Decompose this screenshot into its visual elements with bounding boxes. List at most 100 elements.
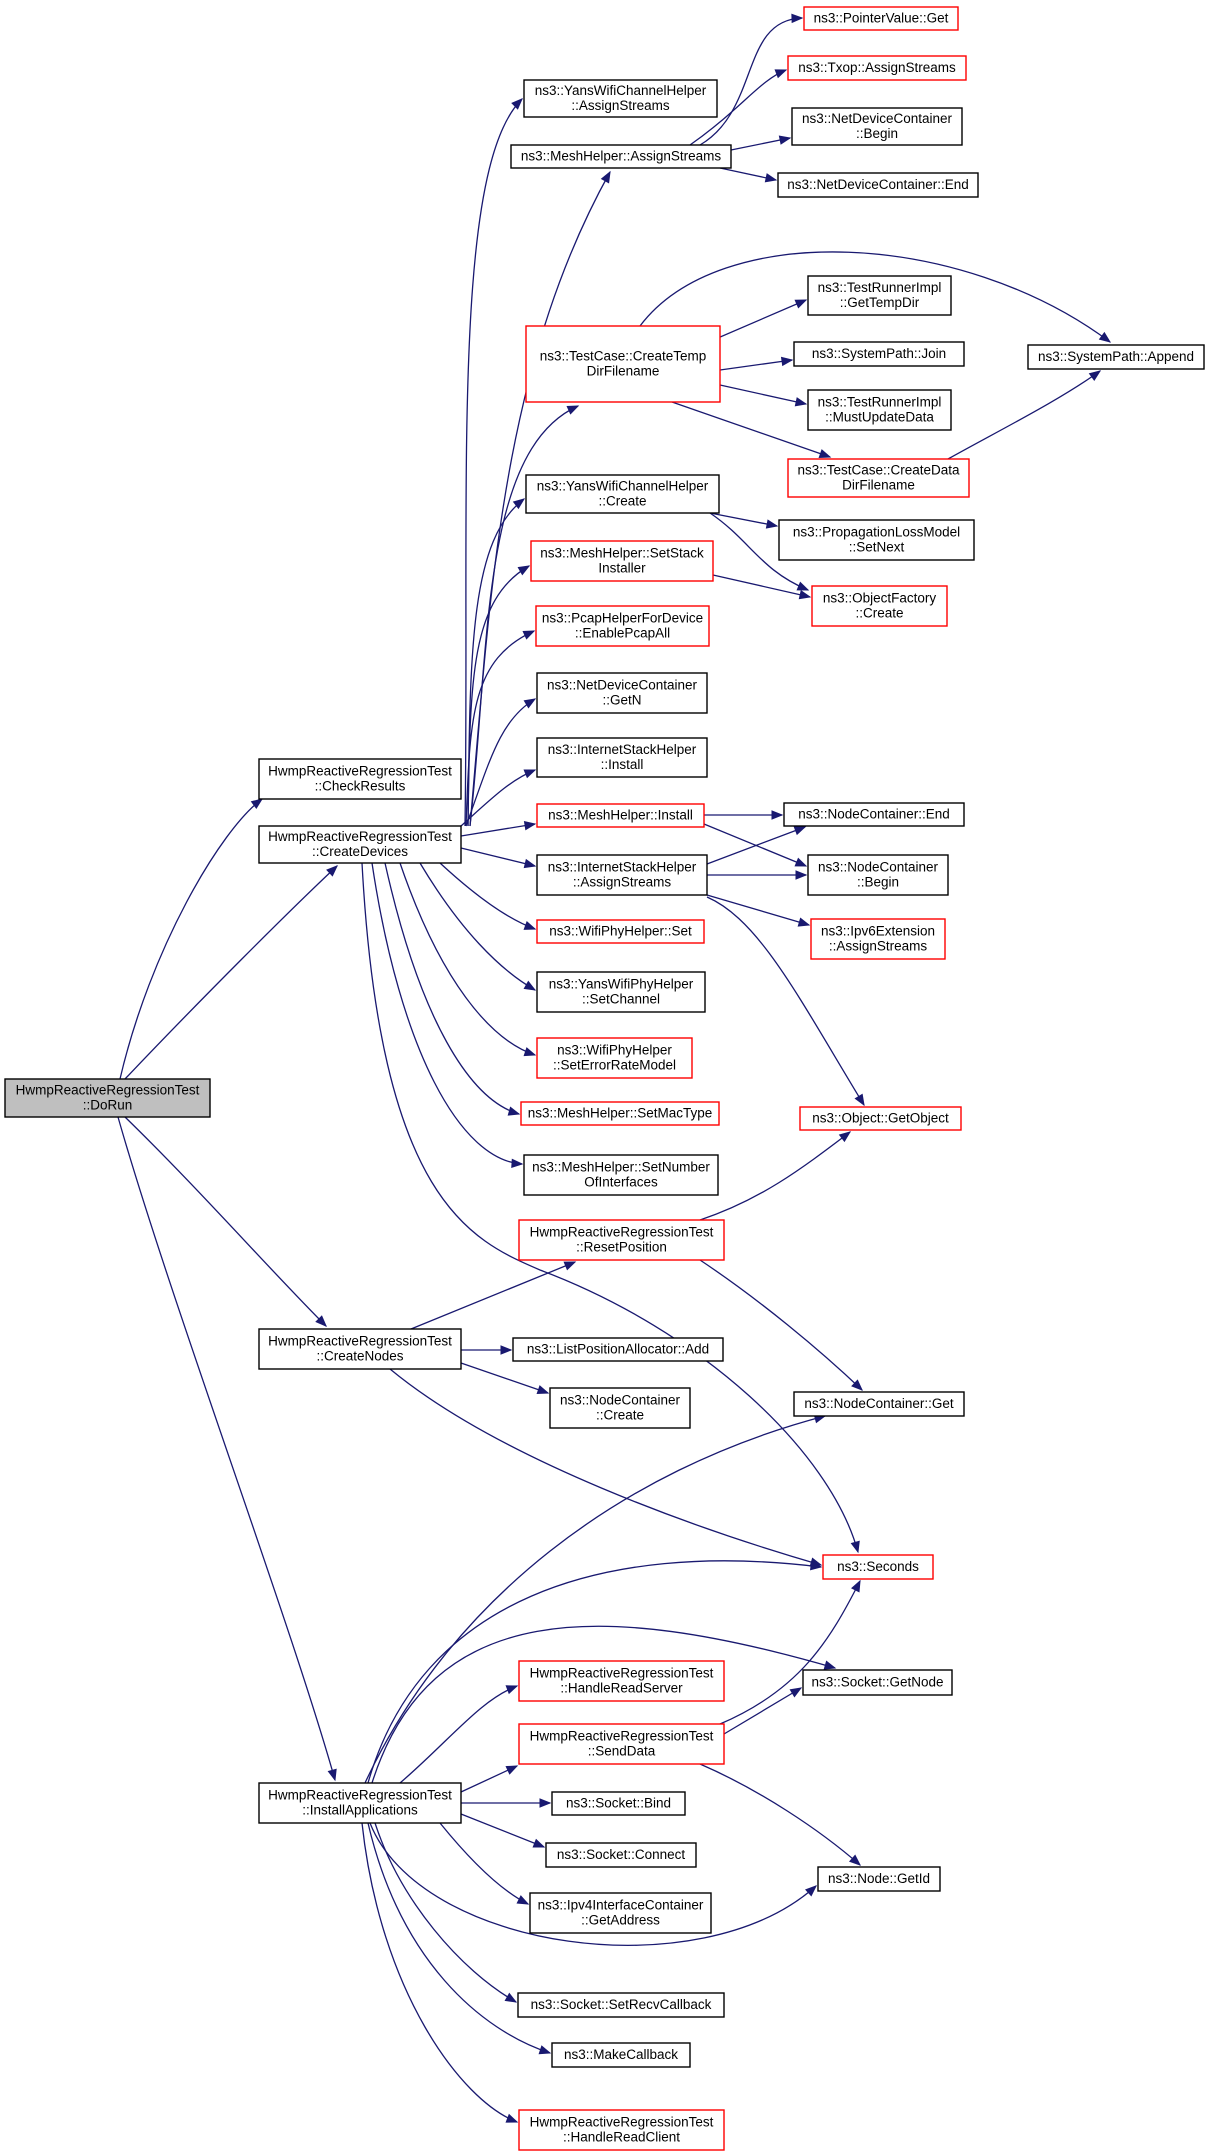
node-box[interactable] — [4, 1078, 211, 1118]
node-box[interactable] — [520, 1101, 720, 1126]
node-ishassign[interactable]: ns3::InternetStackHelper::AssignStreams — [536, 854, 708, 896]
node-box[interactable] — [525, 325, 721, 403]
node-nodegetid[interactable]: ns3::Node::GetId — [817, 1866, 941, 1892]
node-box[interactable] — [258, 758, 462, 800]
node-box[interactable] — [787, 55, 967, 81]
node-box[interactable] — [799, 1106, 962, 1131]
node-meshinstall[interactable]: ns3::MeshHelper::Install — [536, 803, 705, 828]
node-ishinstall[interactable]: ns3::InternetStackHelper::Install — [536, 737, 708, 778]
node-box[interactable] — [807, 275, 952, 316]
node-yansphysetchan[interactable]: ns3::YansWifiPhyHelper::SetChannel — [536, 971, 706, 1013]
node-box[interactable] — [817, 1866, 941, 1892]
node-box[interactable] — [518, 1219, 725, 1261]
node-ipv6assign[interactable]: ns3::Ipv6Extension::AssignStreams — [810, 918, 946, 960]
node-nccreate[interactable]: ns3::NodeContainer::Create — [549, 1387, 691, 1429]
node-box[interactable] — [536, 854, 708, 896]
node-box[interactable] — [530, 540, 714, 582]
node-seconds[interactable]: ns3::Seconds — [822, 1554, 934, 1580]
node-box[interactable] — [551, 2042, 691, 2068]
node-box[interactable] — [536, 803, 705, 828]
node-box[interactable] — [536, 737, 708, 778]
node-box[interactable] — [518, 1723, 725, 1765]
node-box[interactable] — [535, 605, 710, 647]
node-box[interactable] — [811, 585, 948, 627]
node-box[interactable] — [536, 971, 706, 1013]
node-box[interactable] — [536, 919, 705, 944]
node-box[interactable] — [523, 1154, 719, 1196]
node-sockbind[interactable]: ns3::Socket::Bind — [551, 1791, 686, 1816]
node-senddata[interactable]: HwmpReactiveRegressionTest::SendData — [518, 1723, 725, 1765]
node-box[interactable] — [793, 1391, 965, 1417]
node-box[interactable] — [258, 1328, 462, 1370]
node-makecb[interactable]: ns3::MakeCallback — [551, 2042, 691, 2068]
node-box[interactable] — [258, 825, 462, 864]
node-box[interactable] — [523, 79, 718, 118]
node-setmactype[interactable]: ns3::MeshHelper::SetMacType — [520, 1101, 720, 1126]
node-box[interactable] — [802, 1669, 953, 1696]
node-ncget[interactable]: ns3::NodeContainer::Get — [793, 1391, 965, 1417]
node-txopassign[interactable]: ns3::Txop::AssignStreams — [787, 55, 967, 81]
node-box[interactable] — [518, 1660, 725, 1702]
node-sockconnect[interactable]: ns3::Socket::Connect — [545, 1842, 697, 1868]
node-box[interactable] — [517, 1992, 725, 2018]
node-ipv4getaddr[interactable]: ns3::Ipv4InterfaceContainer::GetAddress — [529, 1892, 712, 1934]
node-createnodes[interactable]: HwmpReactiveRegressionTest::CreateNodes — [258, 1328, 462, 1370]
node-meshassign[interactable]: ns3::MeshHelper::AssignStreams — [510, 144, 732, 169]
node-box[interactable] — [810, 918, 946, 960]
node-installapps[interactable]: HwmpReactiveRegressionTest::InstallAppli… — [258, 1782, 462, 1824]
node-dorun[interactable]: HwmpReactiveRegressionTest::DoRun — [4, 1078, 211, 1118]
node-box[interactable] — [510, 144, 732, 169]
node-ndcbegin[interactable]: ns3::NetDeviceContainer::Begin — [791, 107, 963, 146]
node-seterrrate[interactable]: ns3::WifiPhyHelper::SetErrorRateModel — [536, 1037, 693, 1079]
node-createdevices[interactable]: HwmpReactiveRegressionTest::CreateDevice… — [258, 825, 462, 864]
node-box[interactable] — [536, 1037, 693, 1079]
node-ndcgetn[interactable]: ns3::NetDeviceContainer::GetN — [536, 672, 708, 714]
node-ncend[interactable]: ns3::NodeContainer::End — [783, 802, 965, 827]
node-sockgetnode[interactable]: ns3::Socket::GetNode — [802, 1669, 953, 1696]
node-box[interactable] — [807, 854, 949, 896]
node-box[interactable] — [551, 1791, 686, 1816]
node-box[interactable] — [807, 389, 952, 431]
node-box[interactable] — [777, 172, 979, 198]
node-lpaadd[interactable]: ns3::ListPositionAllocator::Add — [512, 1337, 724, 1362]
node-box[interactable] — [536, 672, 708, 714]
node-resetpos[interactable]: HwmpReactiveRegressionTest::ResetPositio… — [518, 1219, 725, 1261]
node-box[interactable] — [512, 1337, 724, 1362]
node-box[interactable] — [822, 1554, 934, 1580]
node-propsetnext[interactable]: ns3::PropagationLossModel::SetNext — [778, 519, 975, 561]
node-checkresults[interactable]: HwmpReactiveRegressionTest::CheckResults — [258, 758, 462, 800]
node-box[interactable] — [518, 2109, 725, 2151]
node-box[interactable] — [783, 802, 965, 827]
node-sockrecvcb[interactable]: ns3::Socket::SetRecvCallback — [517, 1992, 725, 2018]
node-ofcreate[interactable]: ns3::ObjectFactory::Create — [811, 585, 948, 627]
node-pointerget[interactable]: ns3::PointerValue::Get — [803, 6, 959, 31]
node-gettempdir[interactable]: ns3::TestRunnerImpl::GetTempDir — [807, 275, 952, 316]
node-box[interactable] — [258, 1782, 462, 1824]
node-box[interactable] — [778, 519, 975, 561]
node-ndcend[interactable]: ns3::NetDeviceContainer::End — [777, 172, 979, 198]
node-ncbegin[interactable]: ns3::NodeContainer::Begin — [807, 854, 949, 896]
node-box[interactable] — [803, 6, 959, 31]
node-box[interactable] — [793, 341, 965, 367]
node-readclient[interactable]: HwmpReactiveRegressionTest::HandleReadCl… — [518, 2109, 725, 2151]
node-yanschancreate[interactable]: ns3::YansWifiChannelHelper::Create — [525, 474, 720, 514]
node-readserver[interactable]: HwmpReactiveRegressionTest::HandleReadSe… — [518, 1660, 725, 1702]
node-box[interactable] — [525, 474, 720, 514]
node-box[interactable] — [549, 1387, 691, 1429]
node-box[interactable] — [791, 107, 963, 146]
node-mustupdate[interactable]: ns3::TestRunnerImpl::MustUpdateData — [807, 389, 952, 431]
node-box[interactable] — [1027, 344, 1205, 370]
node-pcapall[interactable]: ns3::PcapHelperForDevice::EnablePcapAll — [535, 605, 710, 647]
node-getobject[interactable]: ns3::Object::GetObject — [799, 1106, 962, 1131]
node-box[interactable] — [529, 1892, 712, 1934]
node-wphyset[interactable]: ns3::WifiPhyHelper::Set — [536, 919, 705, 944]
node-box[interactable] — [787, 458, 970, 498]
node-box[interactable] — [545, 1842, 697, 1868]
node-spjoin[interactable]: ns3::SystemPath::Join — [793, 341, 965, 367]
node-yanschanassign[interactable]: ns3::YansWifiChannelHelper::AssignStream… — [523, 79, 718, 118]
node-spappend[interactable]: ns3::SystemPath::Append — [1027, 344, 1205, 370]
